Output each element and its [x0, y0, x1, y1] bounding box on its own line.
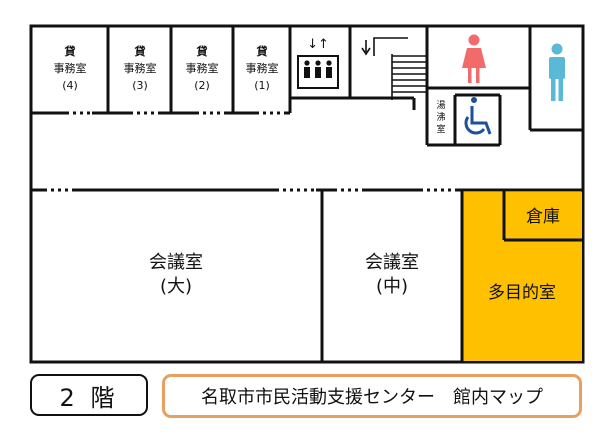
conference-room-medium[interactable]: 会議室 (中) — [365, 252, 419, 297]
svg-text:会議室: 会議室 — [149, 252, 203, 273]
storage-label[interactable]: 倉庫 — [526, 207, 560, 227]
office-4[interactable]: 貸 事務室 (4) — [54, 44, 87, 92]
svg-text:(3): (3) — [132, 79, 148, 92]
office-1[interactable]: 貸 事務室 (1) — [246, 44, 279, 92]
svg-text:(4): (4) — [62, 79, 78, 92]
svg-text:事務室: 事務室 — [124, 61, 157, 75]
svg-text:(中): (中) — [376, 276, 408, 297]
kettle-room-label-1: 湯 — [436, 100, 445, 111]
kettle-room-label-3: 室 — [436, 123, 445, 135]
multipurpose-room-label: 多目的室 — [488, 283, 556, 303]
svg-text:事務室: 事務室 — [54, 61, 87, 75]
multipurpose-room[interactable] — [462, 192, 582, 361]
wheelchair-icon — [464, 97, 492, 135]
floor-map: ↓↑ 湯 沸 室 — [29, 24, 585, 364]
svg-text:貸: 貸 — [64, 44, 76, 58]
svg-text:貸: 貸 — [256, 44, 268, 58]
core-walls — [290, 26, 583, 147]
svg-text:事務室: 事務室 — [186, 61, 219, 75]
svg-text:会議室: 会議室 — [365, 252, 419, 273]
male-restroom-icon — [549, 43, 565, 101]
svg-text:貸: 貸 — [134, 44, 146, 58]
office-2[interactable]: 貸 事務室 (2) — [186, 44, 219, 92]
female-restroom-icon — [462, 34, 486, 83]
elevator-arrows: ↓↑ — [307, 37, 329, 52]
kettle-room-label-2: 沸 — [436, 111, 445, 123]
map-title: 名取市市民活動支援センター 館内マップ — [162, 374, 582, 418]
stairs-icon — [361, 37, 426, 100]
elevator-icon — [297, 55, 339, 89]
svg-text:(1): (1) — [254, 79, 270, 92]
svg-text:(2): (2) — [194, 79, 210, 92]
outer-wall — [29, 24, 585, 364]
floor-indicator: 2 階 — [30, 374, 148, 416]
conference-room-large[interactable]: 会議室 (大) — [149, 252, 203, 297]
svg-text:(大): (大) — [160, 276, 192, 297]
svg-text:事務室: 事務室 — [246, 61, 279, 75]
office-3[interactable]: 貸 事務室 (3) — [124, 44, 157, 92]
svg-text:貸: 貸 — [196, 44, 208, 58]
